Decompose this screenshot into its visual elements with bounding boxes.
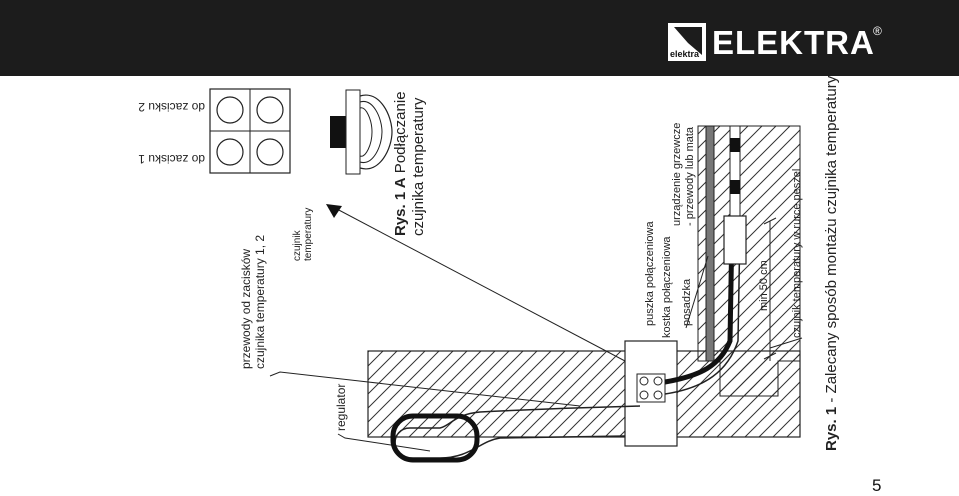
arrow-head-icon [326,204,342,218]
terminal-1-label: do zacisku 1 [138,152,205,166]
page-number: 5 [872,476,882,495]
brand-name: ELEKTRA [712,24,875,61]
logo-small-text: elektra [670,49,700,59]
heating-device-label: urządzenie grzewcze - przewody lub mata [671,120,696,226]
installation-diagram: do zacisku 2 do zacisku 1 czujnik temper… [138,76,840,463]
terminal-grid [209,88,291,174]
floor-label: posadzka [681,278,693,326]
wires-label: przewody od zacisków czujnika temperatur… [239,235,267,369]
pointer-line [334,207,626,362]
elektra-logo-mark: elektra [668,23,706,61]
terminal-block-label: kostka połączeniowa [661,236,673,338]
sensor-conduit-label: czujnik temperatury w rurce peszel [791,169,803,338]
page-header: elektra ELEKTRA ® [0,0,959,76]
figure-1a-title: Rys. 1 A Podłączanie czujnika temperatur… [392,87,427,236]
conduit-to-regulator [394,405,641,459]
sensor-icon [330,89,393,175]
registered-mark: ® [873,24,882,38]
min-distance-label: min 50 cm [758,260,770,311]
junction-box-label: puszka połączeniowa [644,221,656,326]
sensor-label: czujnik temperatury [292,208,314,261]
figure-1-title: Rys. 1 - Zalecany sposób montażu czujnik… [823,76,840,451]
regulator-label: regulator [334,384,348,431]
terminal-2-label: do zacisku 2 [138,100,205,114]
floor-section [697,125,801,397]
elektra-logo: elektra ELEKTRA ® [668,22,898,64]
sensor-conduit [664,225,735,385]
